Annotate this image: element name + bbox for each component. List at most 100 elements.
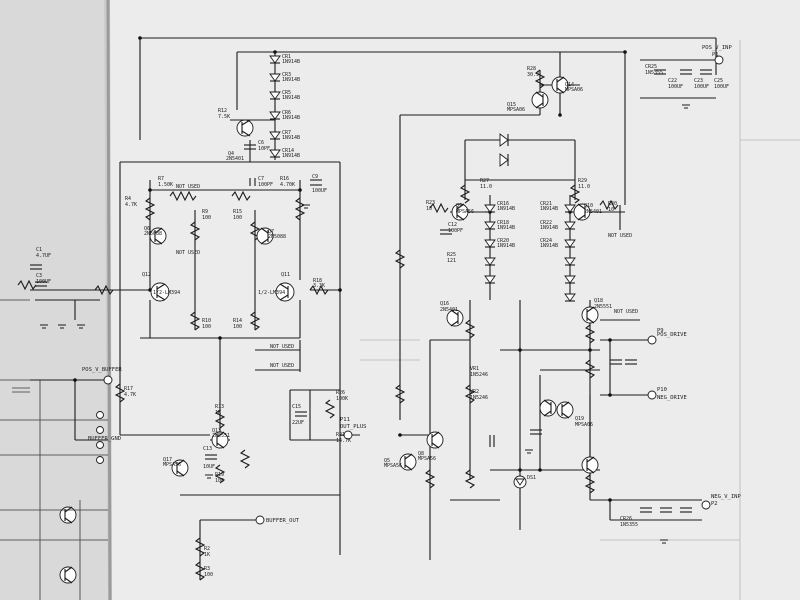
d5-val: 1N914B: [282, 135, 300, 141]
pin-left-4: [96, 456, 104, 464]
diode-string-top: [269, 55, 281, 158]
d2-ref: CR3: [282, 72, 291, 78]
z1-val: 1N5246: [470, 372, 488, 378]
pin-p11: [343, 430, 353, 440]
net-pos-v-inp: POS_V_INP: [702, 45, 732, 51]
q14-ref: Q14: [565, 82, 574, 88]
r17-ref: R17: [124, 386, 133, 392]
net-neg-v-inp: NEG_V_INP: [711, 494, 741, 500]
r26-val: 100K: [336, 396, 348, 402]
d17-ref: CR25: [645, 64, 657, 70]
r2-val: 1K: [204, 552, 210, 558]
z2-val: 1N5246: [470, 395, 488, 401]
diode-string-mid-right: [564, 204, 576, 302]
bleed-through-lines: [360, 40, 800, 600]
c22-val: 100UF: [668, 84, 683, 90]
q17-ref: Q17: [163, 457, 172, 463]
q6-ref: Q6: [144, 226, 150, 232]
q7-ref: Q7: [268, 229, 274, 235]
r27-ref: R27: [480, 178, 489, 184]
q17-symbol: [171, 459, 189, 477]
r7-ref: R7: [158, 176, 164, 182]
not-used-label-3: NOT USED: [270, 344, 294, 350]
c15-ref: C15: [292, 404, 301, 410]
r4-ref: R4: [125, 196, 131, 202]
led-ref: DS1: [527, 475, 536, 481]
r16-val: 4.70K: [280, 182, 295, 188]
r13-val: 1K: [215, 410, 221, 416]
d15-ref: CR22: [540, 220, 552, 226]
q12-ref: Q12: [142, 272, 151, 278]
q18-symbol: [581, 306, 599, 324]
d10-ref: CR18: [497, 220, 509, 226]
r17-val: 4.7K: [124, 392, 136, 398]
q15-symbol: [531, 91, 549, 109]
c23-val: 100UF: [694, 84, 709, 90]
r29-val: 11.0: [578, 184, 590, 190]
q-left-bottom-symbol: [59, 506, 77, 524]
not-used-label-5: NOT USED: [608, 233, 632, 239]
d14-val: 1N914B: [540, 206, 558, 212]
pin-label-p2: P2: [711, 501, 718, 507]
c25-ref: C25: [714, 78, 723, 84]
r28-ref: R28: [527, 66, 536, 72]
r26-ref: R26: [336, 390, 345, 396]
r16-ref: R16: [280, 176, 289, 182]
d11-val: 1N914B: [497, 243, 515, 249]
d9-val: 1N914B: [497, 206, 515, 212]
r25-val: 121: [447, 258, 456, 264]
c7-ref: C7: [258, 176, 264, 182]
diode-pair-top: [499, 133, 509, 167]
c3-val: 100UF: [36, 279, 51, 285]
r2-ref: R2: [204, 546, 210, 552]
q8-part: MPSA56: [418, 456, 436, 462]
pin-buffer-out: [255, 515, 265, 525]
q8-ref: Q8: [418, 451, 424, 457]
r23-val: 10: [426, 206, 432, 212]
q13-ref: Q13: [212, 428, 221, 434]
r10-ref: R10: [202, 318, 211, 324]
r18-val: 3.3K: [313, 283, 325, 289]
d16-ref: CR24: [540, 238, 552, 244]
q14-symbol: [551, 76, 569, 94]
d14-ref: CR21: [540, 201, 552, 207]
r25-ref: R25: [447, 252, 456, 258]
r10-val: 100: [202, 324, 211, 330]
c1-ref: C1: [36, 247, 42, 253]
main-wiring: [30, 37, 717, 580]
not-used-label-4: NOT USED: [270, 363, 294, 369]
diode-string-mid-left: [484, 204, 496, 284]
q16-ref: Q16: [440, 301, 449, 307]
d1-val: 1N914B: [282, 59, 300, 65]
net-neg-drive: NEG_DRIVE: [657, 395, 687, 401]
c12-ref: C12: [448, 222, 457, 228]
q13-part: 2N5551: [212, 433, 230, 439]
q12-symbol: [150, 282, 170, 302]
pin-left-2: [96, 426, 104, 434]
q16-symbol: [446, 309, 464, 327]
pin-label-p10: P10: [657, 387, 667, 393]
q10-part: 2N5401: [584, 209, 602, 215]
q5-part: MPSA56: [384, 463, 402, 469]
d2-val: 1N914B: [282, 77, 300, 83]
c9-val: 100UF: [312, 188, 327, 194]
q18-part: 2N5551: [594, 304, 612, 310]
not-used-label-6: NOT USED: [614, 309, 638, 315]
r28-val: 30.9: [527, 72, 539, 78]
transistors: [59, 76, 599, 584]
q5-ref: Q5: [384, 458, 390, 464]
page-fold: [106, 0, 112, 600]
d11-ref: CR20: [497, 238, 509, 244]
r4-val: 4.7K: [125, 202, 137, 208]
left-page-circuit: [0, 299, 108, 600]
r14-val: 100: [233, 324, 242, 330]
r30-val: 10: [608, 207, 614, 213]
r21-ref: R21: [336, 432, 345, 438]
q7-symbol: [256, 227, 274, 245]
c12-val: 100PF: [448, 228, 463, 234]
net-buffer-out: BUFFER_OUT: [266, 518, 300, 524]
z2-ref: VR2: [470, 389, 479, 395]
r23-ref: R23: [426, 200, 435, 206]
